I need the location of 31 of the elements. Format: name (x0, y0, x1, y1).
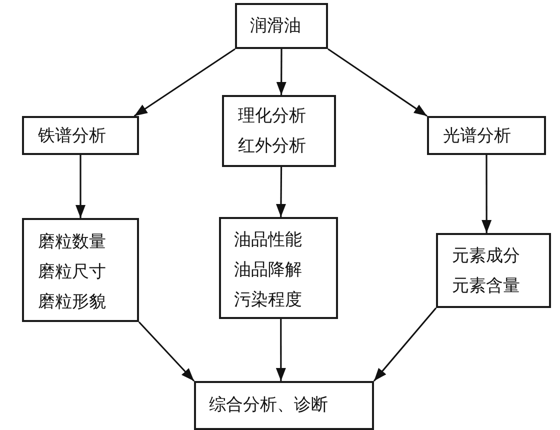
arrow (276, 319, 286, 381)
process-box (436, 233, 551, 308)
node-label: 铁谱分析 (38, 126, 106, 146)
arrow (76, 155, 86, 218)
process-box (219, 217, 338, 319)
node-label: 磨粒形貌 (38, 292, 106, 312)
arrow (482, 155, 492, 233)
arrow (134, 48, 236, 117)
process-box (235, 3, 328, 49)
process-box (22, 218, 139, 322)
node-label: 光谱分析 (443, 126, 511, 146)
node-label: 磨粒尺寸 (38, 262, 106, 282)
process-box (22, 116, 139, 155)
process-box (194, 381, 374, 430)
node-label: 元素含量 (452, 276, 520, 296)
arrow (276, 49, 286, 95)
node-label: 综合分析、诊断 (209, 395, 328, 415)
node-label: 红外分析 (238, 136, 306, 156)
node-label: 润滑油 (250, 16, 301, 36)
arrow (138, 321, 195, 382)
arrow (328, 48, 428, 117)
node-label: 元素成分 (452, 246, 520, 266)
node-label: 油品性能 (234, 230, 302, 250)
process-box (222, 95, 336, 167)
node-label: 磨粒数量 (38, 232, 106, 252)
arrow (276, 167, 286, 217)
arrow (373, 307, 437, 382)
node-label: 理化分析 (238, 106, 306, 126)
process-box (427, 116, 546, 155)
node-label: 油品降解 (234, 260, 302, 280)
node-label: 污染程度 (234, 290, 302, 310)
